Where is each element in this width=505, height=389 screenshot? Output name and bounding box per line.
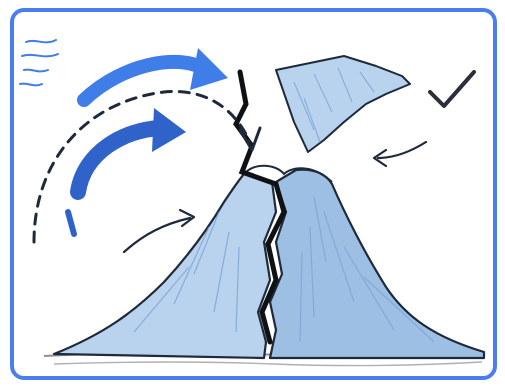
broken-rock-piece-icon <box>276 56 410 152</box>
volcano-split-illustration <box>14 12 493 376</box>
wind-lines-icon <box>20 40 58 85</box>
curved-blue-arrow-icon <box>84 48 228 100</box>
curved-blue-arrow-icon <box>68 108 186 234</box>
checkmark-icon <box>430 72 474 106</box>
small-arrow-icon <box>124 210 194 252</box>
small-arrow-icon <box>374 142 426 166</box>
illustration-card <box>10 8 497 380</box>
